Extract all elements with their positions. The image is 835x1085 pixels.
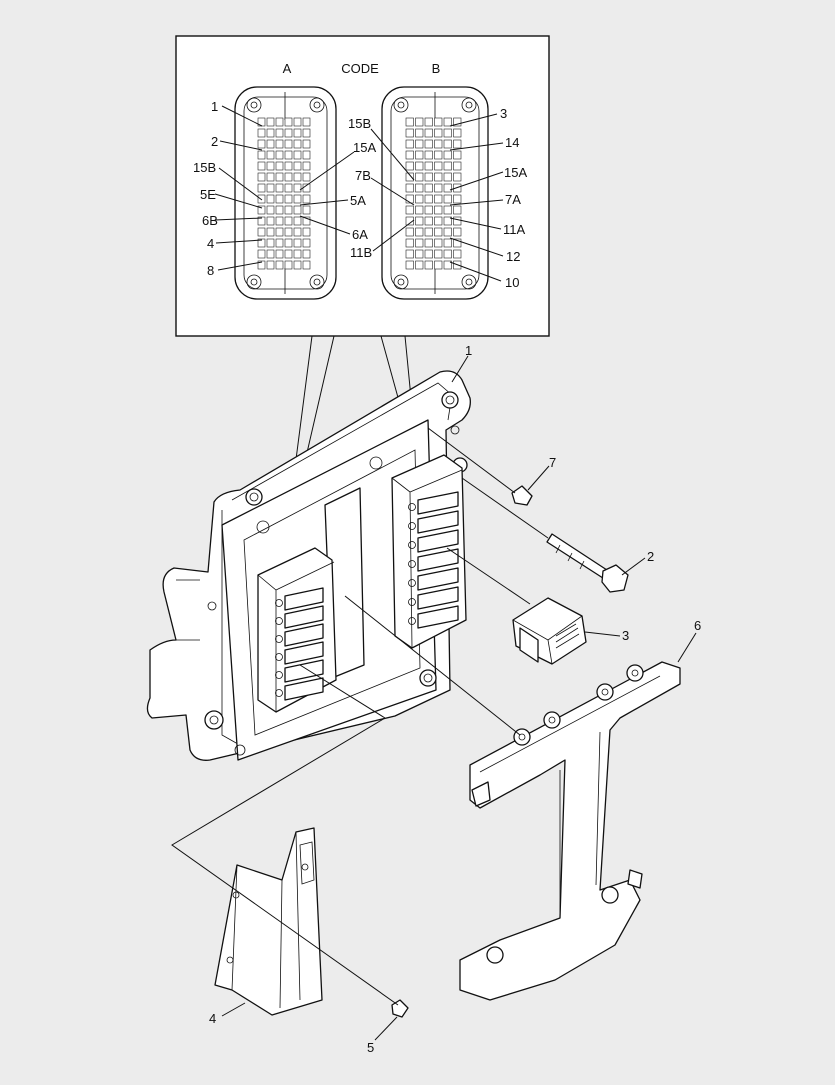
cover-4	[214, 827, 323, 1016]
header-b: B	[432, 61, 441, 76]
connector-detail-inset: A CODE B	[175, 35, 550, 337]
connector-face-a	[234, 86, 337, 300]
label-a-1: 1	[211, 99, 218, 114]
label-b-10: 10	[505, 275, 519, 290]
bolt-2	[461, 477, 629, 593]
ecu-control-unit	[146, 370, 471, 761]
callout-6: 6	[694, 618, 701, 633]
cover-screw-leaders	[171, 664, 399, 1006]
label-b-11b: 11B	[350, 245, 372, 260]
connector-face-b	[381, 86, 489, 300]
label-a-4: 4	[207, 236, 214, 251]
label-a-8: 8	[207, 263, 214, 278]
callout-3: 3	[622, 628, 629, 643]
header-a: A	[283, 61, 292, 76]
label-a-5a: 5A	[350, 193, 366, 208]
harness-bracket-6	[344, 595, 681, 1001]
leaders-face-b	[370, 113, 504, 282]
leaders-face-a	[214, 105, 355, 271]
label-b-7a: 7A	[505, 192, 521, 207]
callout-4: 4	[209, 1011, 216, 1026]
bolt-7	[427, 427, 533, 506]
label-b-14: 14	[505, 135, 519, 150]
label-a-6b: 6B	[202, 213, 218, 228]
harness-connector-3	[446, 547, 587, 665]
callout-2: 2	[647, 549, 654, 564]
callout-1: 1	[465, 343, 472, 358]
inset-frame	[175, 35, 550, 337]
callout-5: 5	[367, 1040, 374, 1055]
label-b-11a: 11A	[503, 222, 525, 237]
label-b-3: 3	[500, 106, 507, 121]
callout-7: 7	[549, 455, 556, 470]
label-a-15a: 15A	[353, 140, 376, 155]
label-b-12: 12	[506, 249, 520, 264]
label-a-2: 2	[211, 134, 218, 149]
label-a-6a: 6A	[352, 227, 368, 242]
label-b-15a: 15A	[504, 165, 527, 180]
label-b-7b: 7B	[355, 168, 371, 183]
header-code: CODE	[341, 61, 379, 76]
screw-5	[391, 999, 409, 1018]
label-a-5e: 5E	[200, 187, 216, 202]
label-b-15b: 15B	[348, 116, 371, 131]
label-a-15b: 15B	[193, 160, 216, 175]
callout-leaders	[221, 355, 697, 1041]
